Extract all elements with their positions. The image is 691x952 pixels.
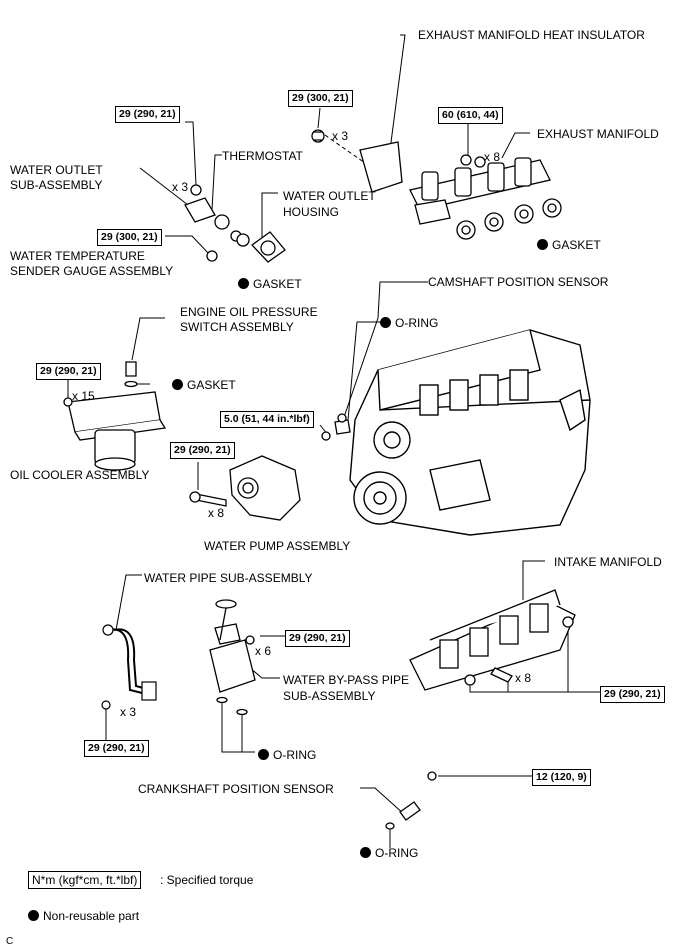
leader-t2 <box>317 107 321 129</box>
label-oil-pressure-2: SWITCH ASSEMBLY <box>180 320 294 334</box>
legend-nonreusable: Non-reusable part <box>28 909 139 923</box>
label-water-outlet-sub-1: WATER OUTLET <box>10 163 103 177</box>
gasket-exhaust-text: GASKET <box>552 238 601 252</box>
quantity-q8: x 3 <box>120 705 137 719</box>
leader-camshaft <box>342 281 428 421</box>
label-bypass-2: SUB-ASSEMBLY <box>283 689 376 703</box>
quantity-q4: x 15 <box>72 389 95 403</box>
torque-t10: 29 (290, 21) <box>600 686 665 703</box>
label-gasket-exhaust: GASKET <box>537 238 601 252</box>
label-camshaft-sensor: CAMSHAFT POSITION SENSOR <box>428 275 609 289</box>
nonreusable-dot <box>28 910 39 921</box>
exhaust-manifold-part <box>409 154 562 240</box>
oring-bypass-text: O-RING <box>273 748 317 762</box>
gasket-outlet-text: GASKET <box>253 277 302 291</box>
bypass-pipe-part <box>209 599 256 716</box>
label-intake-manifold: INTAKE MANIFOLD <box>554 555 662 569</box>
torque-t1: 29 (290, 21) <box>115 106 180 123</box>
engine-block-part <box>349 329 591 536</box>
label-water-pipe: WATER PIPE SUB-ASSEMBLY <box>144 571 313 585</box>
label-water-outlet-sub-2: SUB-ASSEMBLY <box>10 178 103 192</box>
nonreusable-dot <box>258 749 269 760</box>
quantity-q1: x 3 <box>172 180 189 194</box>
water-pipe-part <box>101 624 157 710</box>
label-thermostat: THERMOSTAT <box>222 149 303 163</box>
label-bypass-1: WATER BY-PASS PIPE <box>283 673 410 687</box>
leader-water-pipe <box>115 574 142 631</box>
label-oring-cam: O-RING <box>380 316 438 330</box>
label-oil-pressure-1: ENGINE OIL PRESSURE <box>180 305 318 319</box>
water-outlet-parts <box>184 184 286 263</box>
water-pump-part <box>189 455 301 521</box>
nonreusable-dot <box>537 239 548 250</box>
torque-t6: 5.0 (51, 44 in.*lbf) <box>220 411 314 428</box>
oil-pressure-switch-part <box>124 361 138 388</box>
leader-exhaust-manifold <box>501 132 530 159</box>
leader-oring-bypass <box>221 700 255 753</box>
torque-t8: 29 (290, 21) <box>285 630 350 647</box>
label-gasket-outlet: GASKET <box>238 277 302 291</box>
nonreusable-dot <box>238 278 249 289</box>
legend-torque-unit: N*m (kgf*cm, ft.*lbf) <box>28 871 142 889</box>
quantity-q6: x 6 <box>255 644 272 658</box>
leader-water-outlet-housing <box>261 192 278 238</box>
camshaft-sensor-part <box>321 413 351 441</box>
leader-t4 <box>165 235 211 256</box>
label-water-outlet-housing-1: WATER OUTLET <box>283 189 376 203</box>
label-temp-sender-1: WATER TEMPERATURE <box>10 249 145 263</box>
legend-nonreusable-text: Non-reusable part <box>43 909 140 923</box>
intake-manifold-part <box>409 589 576 691</box>
leader-exhaust-insulator <box>389 34 406 151</box>
oring-crank-text: O-RING <box>375 846 419 860</box>
label-water-outlet-housing-2: HOUSING <box>283 205 340 219</box>
legend-torque-desc: : Specified torque <box>160 873 254 887</box>
oil-cooler-part <box>63 391 167 471</box>
label-crank-sensor: CRANKSHAFT POSITION SENSOR <box>138 782 334 796</box>
label-exhaust-manifold: EXHAUST MANIFOLD <box>537 127 659 141</box>
torque-t2: 29 (300, 21) <box>288 90 353 107</box>
torque-t3: 60 (610, 44) <box>438 107 503 124</box>
leader-water-outlet-sub <box>139 167 189 206</box>
oring-cam-text: O-RING <box>395 316 439 330</box>
label-gasket-oil: GASKET <box>172 378 236 392</box>
leader-t1 <box>185 121 197 186</box>
quantity-q7: x 8 <box>515 671 532 685</box>
figure-code: C <box>6 936 14 947</box>
quantity-q2: x 3 <box>332 129 349 143</box>
quantity-q3: x 8 <box>484 150 501 164</box>
leader-thermostat <box>211 154 222 211</box>
label-temp-sender-2: SENDER GAUGE ASSEMBLY <box>10 264 174 278</box>
leader-oil-pressure <box>131 317 165 361</box>
leader-oring-cam <box>347 321 380 421</box>
nonreusable-dot <box>172 379 183 390</box>
crank-sensor-part <box>385 771 437 830</box>
torque-t9: 29 (290, 21) <box>84 740 149 757</box>
nonreusable-dot <box>360 847 371 858</box>
label-oil-cooler: OIL COOLER ASSEMBLY <box>10 468 150 482</box>
torque-t4: 29 (300, 21) <box>97 229 162 246</box>
torque-t7: 29 (290, 21) <box>170 442 235 459</box>
label-water-pump: WATER PUMP ASSEMBLY <box>204 539 351 553</box>
torque-t5: 29 (290, 21) <box>36 363 101 380</box>
leader-crank <box>360 787 406 816</box>
quantity-q5: x 8 <box>208 506 225 520</box>
label-oring-bypass: O-RING <box>258 748 316 762</box>
leader-bypass <box>249 667 280 679</box>
label-oring-crank: O-RING <box>360 846 418 860</box>
leader-intake <box>522 560 545 600</box>
exhaust-insulator-part <box>311 129 403 193</box>
gasket-oil-text: GASKET <box>187 378 236 392</box>
torque-t11: 12 (120, 9) <box>532 769 591 786</box>
label-exhaust-insulator: EXHAUST MANIFOLD HEAT INSULATOR <box>418 28 645 42</box>
nonreusable-dot <box>380 317 391 328</box>
